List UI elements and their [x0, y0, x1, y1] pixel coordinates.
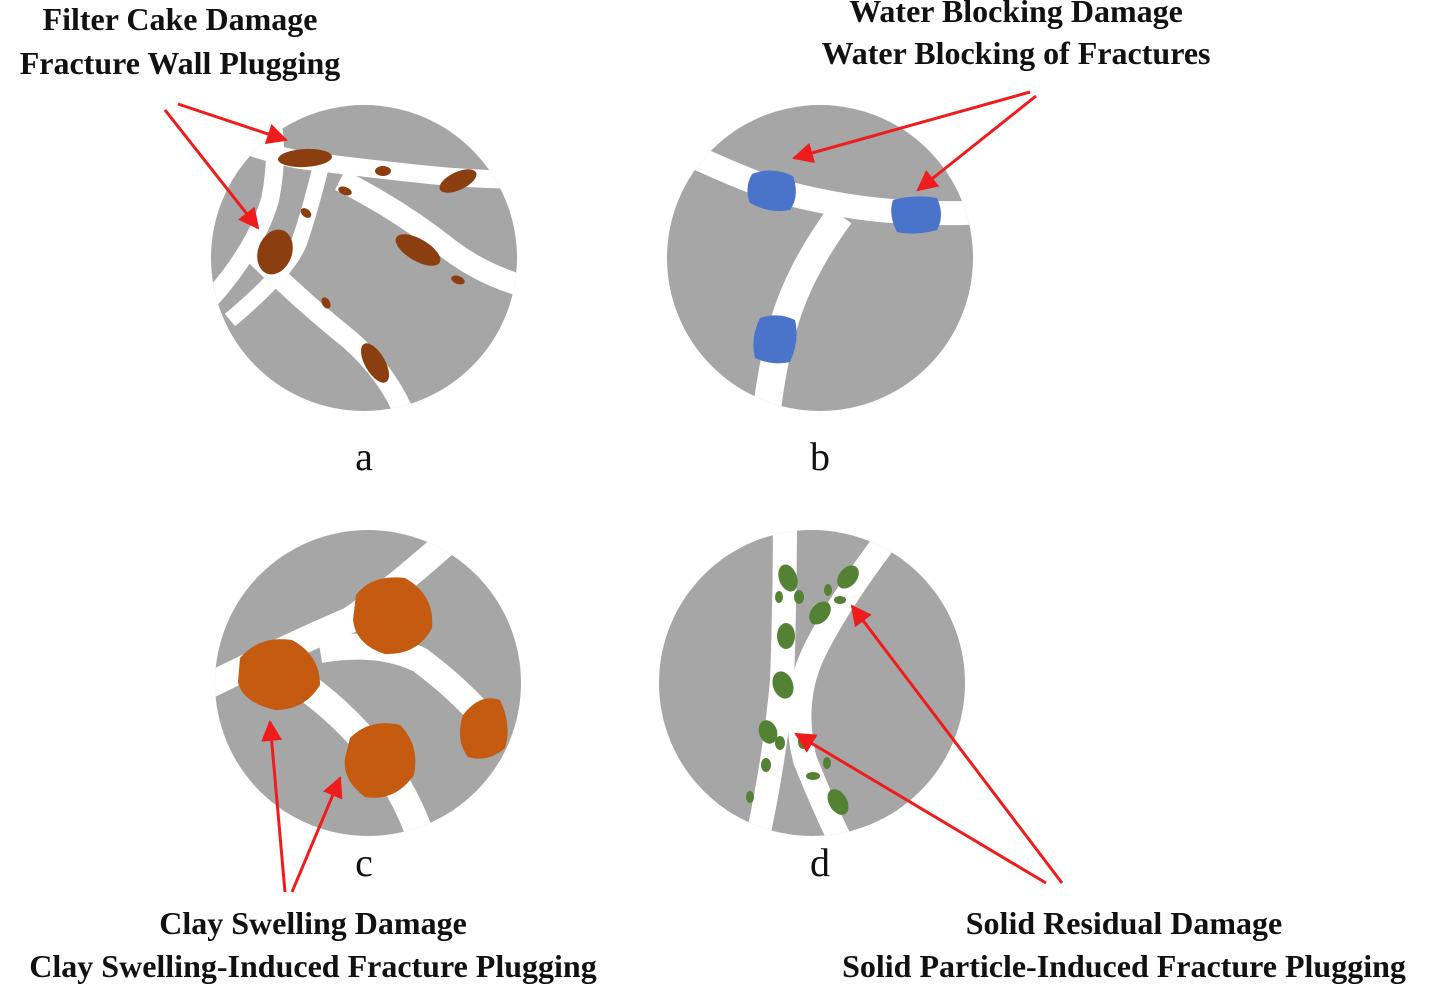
rock-sample-d — [659, 530, 965, 836]
panel-a: Filter Cake Damage Fracture Wall Pluggin… — [20, 1, 517, 479]
pointer-arrow — [290, 776, 343, 893]
filter-cake-particle — [300, 208, 312, 218]
solid-particle — [834, 596, 846, 604]
water-slug — [891, 196, 941, 234]
filter-cake-particle — [361, 343, 389, 383]
solid-particle — [827, 789, 849, 815]
arrows-b — [791, 90, 1037, 192]
panel-a-letter: a — [355, 434, 373, 479]
swollen-clay-mass — [344, 723, 416, 798]
solid-particle — [806, 772, 820, 780]
arrows-a — [163, 102, 288, 230]
solid-particle — [823, 757, 831, 769]
filter-cake-particle — [278, 148, 332, 168]
filter-cake-particle — [257, 229, 293, 275]
solid-particle — [775, 736, 785, 750]
water-slug — [747, 170, 796, 212]
solid-particle — [758, 720, 778, 744]
solid-particle — [775, 591, 783, 603]
solid-particle — [778, 564, 798, 592]
filter-cake-particle — [439, 169, 477, 193]
solid-particle — [794, 590, 804, 604]
panel-c: c Clay Swelling Damage Clay Swelling-Ind… — [29, 530, 597, 984]
panel-d: d Solid Residual Damage Solid Particle-I… — [659, 530, 1406, 984]
panel-d-letter: d — [810, 840, 830, 885]
panel-c-title: Clay Swelling Damage — [159, 905, 467, 941]
panel-d-subtitle: Solid Particle-Induced Fracture Plugging — [842, 948, 1406, 984]
panel-b-letter: b — [810, 434, 830, 479]
filter-cake-particle — [451, 275, 465, 285]
solid-particle — [837, 565, 859, 589]
swollen-clay-mass — [238, 639, 320, 710]
panel-b: Water Blocking Damage Water Blocking of … — [667, 0, 1211, 479]
swollen-clay-mass — [459, 698, 508, 759]
pointer-arrow — [850, 604, 1064, 884]
panel-b-subtitle: Water Blocking of Fractures — [822, 35, 1211, 71]
solid-particle — [809, 601, 831, 625]
rock-matrix — [215, 530, 521, 836]
solid-particle — [746, 791, 754, 803]
solid-particle — [824, 584, 832, 596]
solid-particle — [772, 671, 794, 699]
filter-cake-particle — [375, 166, 391, 176]
panel-c-letter: c — [355, 840, 373, 885]
arrows-d — [794, 604, 1064, 885]
panel-d-title: Solid Residual Damage — [966, 905, 1282, 941]
filter-cake-deposits — [257, 148, 477, 383]
rock-sample-b — [667, 105, 973, 411]
pointer-arrow — [163, 109, 260, 230]
filter-cake-particle — [338, 186, 352, 196]
pointer-arrow — [916, 94, 1037, 192]
filter-cake-particle — [395, 234, 441, 266]
arrows-c — [261, 719, 343, 893]
panel-c-subtitle: Clay Swelling-Induced Fracture Plugging — [29, 948, 596, 984]
solid-particles — [746, 564, 859, 815]
rock-sample-a — [211, 105, 517, 411]
solid-particle — [777, 623, 795, 649]
filter-cake-particle — [321, 297, 331, 309]
pointer-arrow — [794, 732, 1047, 885]
water-slug — [753, 315, 797, 364]
solid-particle — [761, 758, 771, 772]
pointer-arrow — [261, 719, 287, 893]
pointer-arrow — [177, 102, 288, 144]
panel-a-title: Filter Cake Damage — [43, 1, 318, 37]
water-blocks — [747, 170, 941, 364]
pointer-arrow — [791, 90, 1031, 164]
swollen-clay-mass — [353, 577, 433, 655]
panel-b-title: Water Blocking Damage — [849, 0, 1183, 29]
swollen-clay-masses — [238, 577, 508, 798]
rock-sample-c — [215, 530, 521, 836]
panel-a-subtitle: Fracture Wall Plugging — [20, 45, 341, 81]
